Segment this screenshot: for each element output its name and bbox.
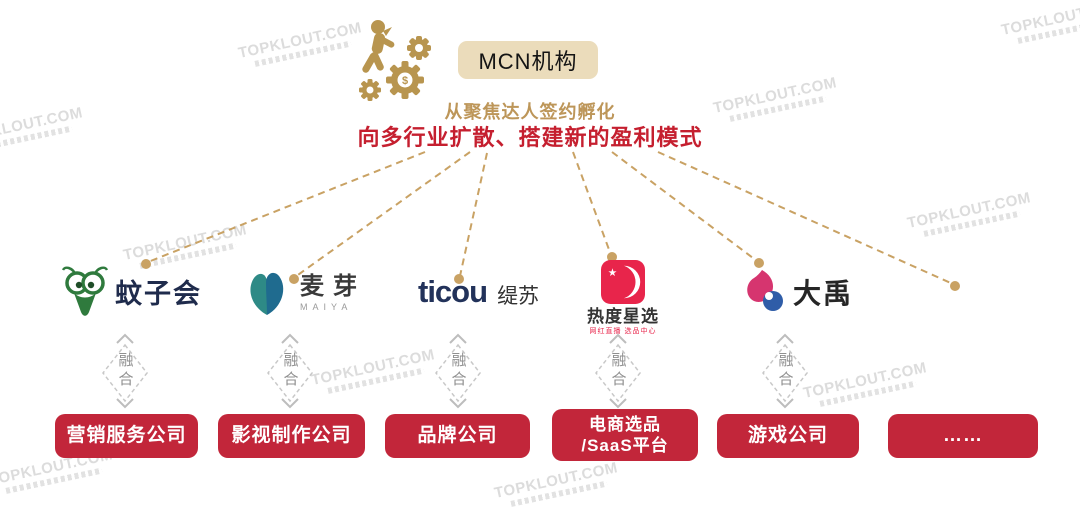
company-box-more: …… — [888, 414, 1038, 458]
node-maiya-label: 麦芽 — [300, 272, 366, 300]
node-ticou: ticou 缇苏 — [418, 274, 539, 310]
fusion-diamond: 融合 — [428, 333, 488, 409]
node-reduxingxuan: ★ 热度星选 网红直播 选品中心 — [585, 260, 661, 335]
node-wenzihui-label: 蚊子会 — [115, 278, 202, 309]
node-reduxingxuan-label: 热度星选 — [587, 307, 659, 326]
gear-icon — [359, 79, 381, 101]
flame-icon — [747, 270, 783, 311]
node-dayu-label: 大禹 — [793, 278, 854, 309]
node-reduxingxuan-tagline: 网红直播 选品中心 — [589, 328, 657, 335]
svg-text:$: $ — [402, 75, 408, 87]
mosquito-icon — [62, 266, 108, 316]
fusion-diamond: 融合 — [588, 333, 648, 409]
company-box-game: 游戏公司 — [717, 414, 859, 458]
gear-icon — [407, 36, 431, 60]
person-gears-icon: $ — [359, 20, 431, 101]
node-dayu: 大禹 — [744, 268, 853, 316]
company-box-film: 影视制作公司 — [218, 414, 365, 458]
node-wenzihui: 蚊子会 — [62, 264, 202, 318]
mcn-badge: MCN机构 — [458, 41, 598, 79]
company-box-brand: 品牌公司 — [385, 414, 530, 458]
node-maiya: 麦芽 MAIYA — [241, 267, 366, 319]
subtitle-gold: 从聚焦达人签约孵化 — [444, 102, 616, 122]
subtitle-red: 向多行业扩散、搭建新的盈利模式 — [357, 125, 703, 150]
company-box-marketing: 营销服务公司 — [55, 414, 198, 458]
leaf-heart-icon — [250, 272, 284, 315]
node-maiya-sublabel: MAIYA — [300, 301, 353, 312]
dollar-gear-icon: $ — [386, 61, 424, 99]
svg-text:★: ★ — [608, 267, 617, 279]
star-crescent-icon: ★ — [601, 260, 645, 304]
node-ticou-label: 缇苏 — [497, 285, 540, 308]
mcn-badge-label: MCN机构 — [478, 49, 578, 74]
node-ticou-latin: ticou — [418, 274, 488, 309]
fusion-diamond: 融合 — [755, 333, 815, 409]
fusion-diamond: 融合 — [260, 333, 320, 409]
fusion-diamond: 融合 — [95, 333, 155, 409]
company-box-ecommerce-saas: 电商选品 /SaaS平台 — [552, 409, 698, 461]
